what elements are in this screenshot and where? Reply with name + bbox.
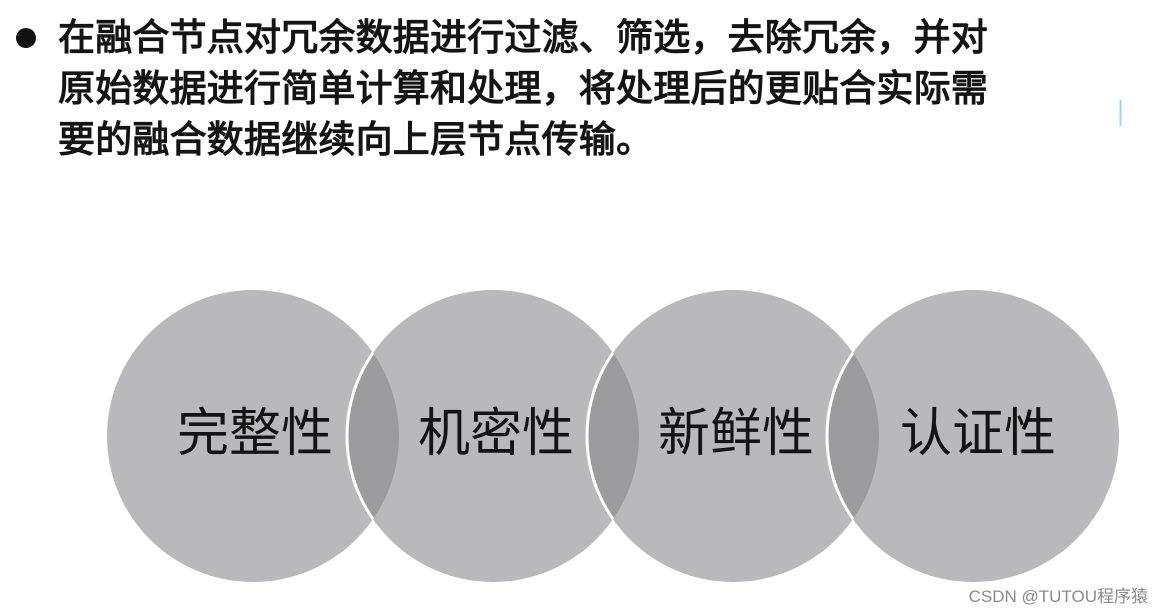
circle-label-authentication: 认证性 [899, 404, 1056, 464]
circle-label-freshness: 新鲜性 [657, 404, 814, 464]
circle-integrity [107, 290, 399, 582]
bullet-line-2: 原始数据进行简单计算和处理，将处理后的更贴合实际需 [58, 67, 988, 110]
circle-authentication [827, 290, 1119, 582]
circle-label-integrity: 完整性 [176, 404, 333, 464]
circle-label-confidentiality: 机密性 [417, 404, 574, 464]
bullet-text: 在融合节点对冗余数据进行过滤、筛选，去除冗余，并对 原始数据进行简单计算和处理，… [58, 12, 1118, 165]
bullet-dot-icon [16, 28, 36, 48]
watermark: CSDN @TUTOU程序猿 [968, 587, 1148, 606]
circle-freshness [587, 290, 879, 582]
edge-artifact [1119, 100, 1122, 126]
circle-confidentiality [347, 290, 639, 582]
bullet-line-3: 要的融合数据继续向上层节点传输。 [58, 118, 654, 161]
bullet-line-1: 在融合节点对冗余数据进行过滤、筛选，去除冗余，并对 [58, 16, 988, 59]
